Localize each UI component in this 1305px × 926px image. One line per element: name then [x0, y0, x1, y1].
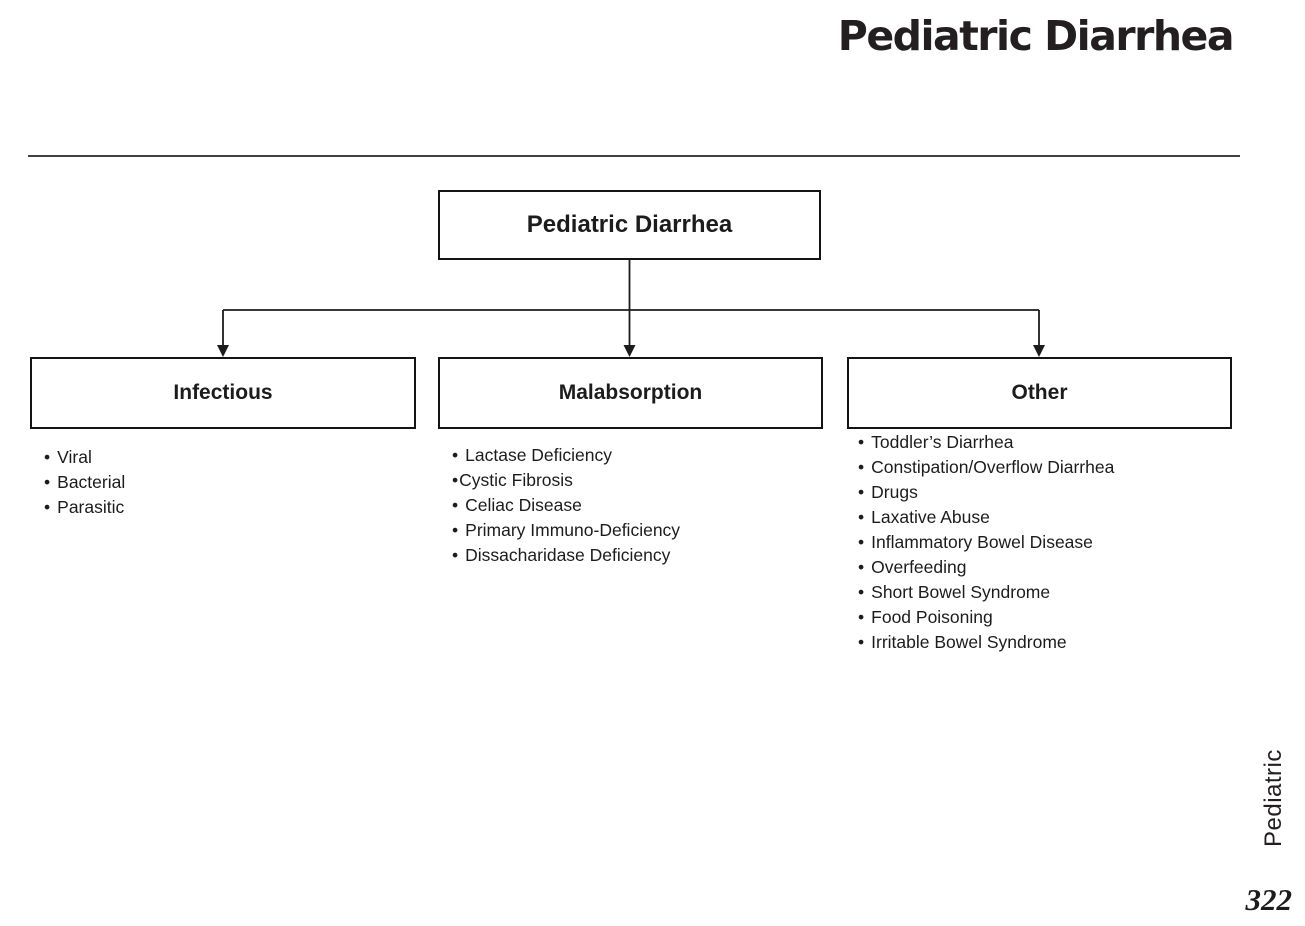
list-item: •Cystic Fibrosis	[452, 468, 680, 493]
bullet-icon: •	[858, 632, 865, 652]
arrow-down-icon	[1033, 345, 1045, 357]
bullet-icon: •	[44, 497, 51, 517]
bullet-icon: •	[452, 520, 459, 540]
page-number: 322	[1245, 882, 1293, 917]
list-item-label: Primary Immuno-Deficiency	[465, 520, 681, 540]
list-item-label: Constipation/Overflow Diarrhea	[871, 457, 1115, 477]
list-item: • Inflammatory Bowel Disease	[858, 530, 1114, 555]
list-item: • Drugs	[858, 480, 1114, 505]
list-item: • Laxative Abuse	[858, 505, 1114, 530]
node-label: Malabsorption	[558, 381, 703, 404]
list-item-label: Laxative Abuse	[871, 507, 990, 527]
list-item: • Constipation/Overflow Diarrhea	[858, 455, 1114, 480]
list-item: • Food Poisoning	[858, 605, 1114, 630]
list-item-label: Dissacharidase Deficiency	[465, 545, 671, 565]
flowchart-node-malabsorption: Malabsorption	[438, 357, 823, 429]
node-label: Infectious	[173, 381, 273, 404]
list-item: • Primary Immuno-Deficiency	[452, 518, 680, 543]
list-item: • Short Bowel Syndrome	[858, 580, 1114, 605]
bullet-icon: •	[858, 532, 865, 552]
list-item-label: Overfeeding	[871, 557, 967, 577]
page-title: Pediatric Diarrhea	[837, 12, 1235, 60]
list-item: • Viral	[44, 445, 125, 470]
other-list: • Toddler’s Diarrhea • Constipation/Overfl…	[858, 430, 1114, 655]
list-item-label: Short Bowel Syndrome	[871, 582, 1051, 602]
bullet-icon: •	[858, 482, 865, 502]
list-item-label: Cystic Fibrosis	[459, 470, 573, 490]
flowchart-node-other: Other	[847, 357, 1232, 429]
bullet-icon: •	[452, 470, 459, 490]
bullet-icon: •	[858, 457, 865, 477]
bullet-icon: •	[452, 445, 459, 465]
list-item: • Overfeeding	[858, 555, 1114, 580]
bullet-icon: •	[44, 472, 51, 492]
list-item-label: Viral	[57, 447, 92, 467]
list-item: • Dissacharidase Deficiency	[452, 543, 680, 568]
bullet-icon: •	[452, 495, 459, 515]
bullet-icon: •	[858, 607, 865, 627]
bullet-icon: •	[858, 582, 865, 602]
bullet-icon: •	[858, 507, 865, 527]
list-item-label: Irritable Bowel Syndrome	[871, 632, 1067, 652]
bullet-icon: •	[44, 447, 51, 467]
bullet-icon: •	[858, 432, 865, 452]
arrow-down-icon	[623, 345, 636, 357]
list-item-label: Parasitic	[57, 497, 125, 517]
list-item: • Irritable Bowel Syndrome	[858, 630, 1114, 655]
root-node-label: Pediatric Diarrhea	[526, 211, 733, 238]
flowchart-root-node: Pediatric Diarrhea	[438, 190, 821, 260]
malabsorption-list: •Lactase Deficiency •Cystic Fibrosis •Ce…	[452, 443, 680, 568]
node-label: Other	[1011, 381, 1068, 404]
list-item: • Parasitic	[44, 495, 125, 520]
list-item: • Lactase Deficiency	[452, 443, 680, 468]
bullet-icon: •	[452, 545, 459, 565]
arrow-down-icon	[217, 345, 229, 357]
list-item: • Celiac Disease	[452, 493, 680, 518]
list-item-label: Celiac Disease	[465, 495, 582, 515]
list-item-label: Bacterial	[57, 472, 126, 492]
section-tab-label: Pediatric	[1260, 749, 1287, 847]
list-item: • Bacterial	[44, 470, 125, 495]
flowchart-node-infectious: Infectious	[30, 357, 416, 429]
infectious-list: • Viral • Bacterial • Parasitic	[44, 445, 125, 520]
list-item-label: Toddler’s Diarrhea	[871, 432, 1014, 452]
list-item-label: Lactase Deficiency	[465, 445, 613, 465]
bullet-icon: •	[858, 557, 865, 577]
list-item-label: Inflammatory Bowel Disease	[871, 532, 1093, 552]
list-item-label: Drugs	[871, 482, 918, 502]
list-item-label: Food Poisoning	[871, 607, 993, 627]
header-divider	[28, 155, 1240, 157]
list-item: • Toddler’s Diarrhea	[858, 430, 1114, 455]
